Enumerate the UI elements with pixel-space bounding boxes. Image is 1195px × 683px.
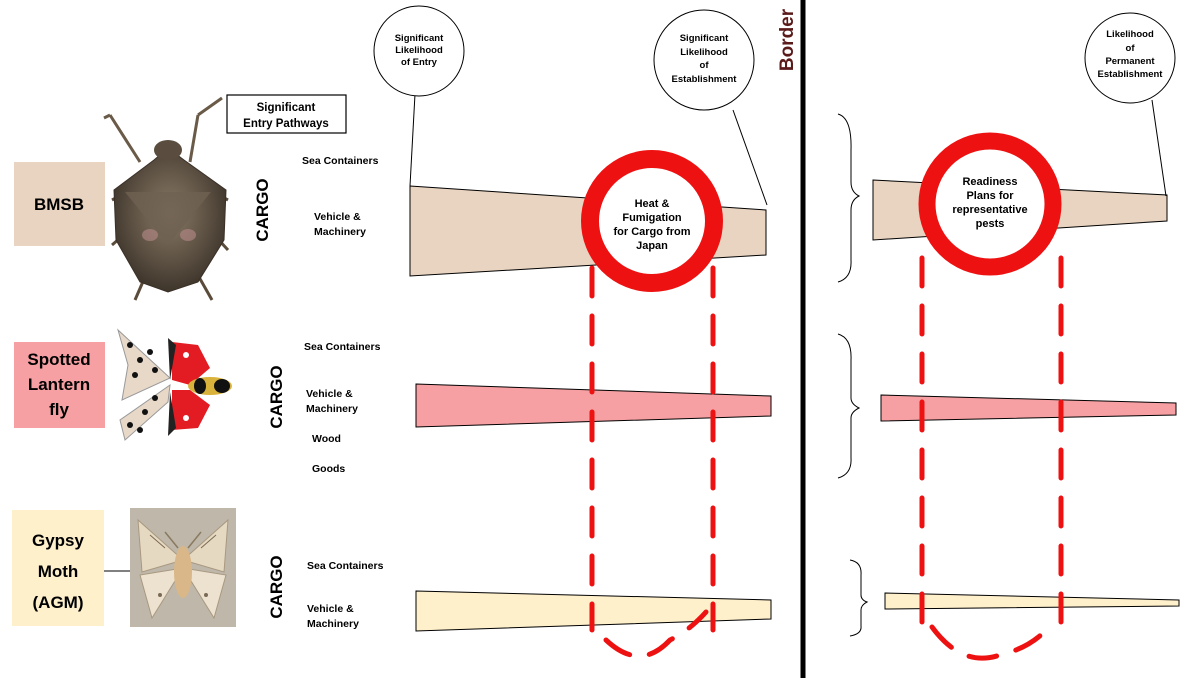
readiness-plans-line1: Readiness <box>962 176 1017 188</box>
bubble-establishment-line2: Likelihood <box>680 47 728 58</box>
heat-fumigation-line2: Fumigation <box>622 212 682 224</box>
bubble-entry-pointer <box>409 93 416 187</box>
pest-label-slf: Spotted Lantern fly <box>14 342 105 428</box>
pathway-bmsb-sea-containers: Sea Containers <box>302 155 379 167</box>
pathway-bmsb-vehicle: Vehicle & Machinery <box>314 211 366 238</box>
readiness-plans-line3: representative <box>952 204 1027 216</box>
gypsy-moth-image <box>130 508 236 627</box>
pathway-agm-vehicle-l1: Vehicle & <box>307 603 354 615</box>
brace-bmsb <box>837 113 861 283</box>
pest-name-agm-line2: Moth <box>38 562 79 581</box>
lanternfly-image <box>117 328 232 441</box>
readiness-plans-ring: Readiness Plans for representative pests <box>918 132 1062 276</box>
bubble-establishment: Significant Likelihood of Establishment <box>653 9 755 111</box>
stink-bug-image <box>103 96 230 301</box>
bubble-permanent-line2: of <box>1126 43 1136 54</box>
cargo-label-slf: CARGO <box>267 365 286 428</box>
brace-agm <box>849 559 869 637</box>
pest-name-slf-line2: Lantern <box>28 375 90 394</box>
pathway-slf-wood: Wood <box>312 433 341 445</box>
bubble-permanent-line1: Likelihood <box>1106 29 1154 40</box>
heat-fumigation-dashed-outline <box>589 265 716 659</box>
pathway-slf-vehicle: Vehicle & Machinery <box>306 388 358 415</box>
pest-name-bmsb: BMSB <box>34 195 84 214</box>
entry-pathways-box: Significant Entry Pathways <box>226 94 347 134</box>
pest-name-slf-line3: fly <box>49 400 69 419</box>
bubble-entry-line3: of Entry <box>401 57 438 68</box>
bubble-entry: Significant Likelihood of Entry <box>373 5 465 97</box>
border-label: Border <box>777 8 798 71</box>
bubble-permanent-pointer <box>1151 99 1167 197</box>
bubble-establishment-line4: Establishment <box>672 74 738 85</box>
pathway-slf-goods: Goods <box>312 463 345 475</box>
pathway-slf-sea-containers: Sea Containers <box>304 341 381 353</box>
pathway-slf-vehicle-l1: Vehicle & <box>306 388 353 400</box>
cargo-label-agm: CARGO <box>267 555 286 618</box>
brace-slf <box>837 333 861 479</box>
pest-label-agm: Gypsy Moth (AGM) <box>12 510 104 626</box>
cargo-label-bmsb: CARGO <box>253 178 272 241</box>
bubble-establishment-pointer <box>732 109 768 206</box>
readiness-plans-line2: Plans for <box>966 190 1014 202</box>
entry-pathways-line2: Entry Pathways <box>243 118 329 130</box>
bubble-establishment-line1: Significant <box>680 33 729 44</box>
heat-fumigation-ring: Heat & Fumigation for Cargo from Japan <box>581 150 723 292</box>
pathway-slf-vehicle-l2: Machinery <box>306 403 358 415</box>
pathway-agm-vehicle: Vehicle & Machinery <box>307 603 359 630</box>
entry-pathways-line1: Significant <box>257 102 316 114</box>
pathway-agm-vehicle-l2: Machinery <box>307 618 359 630</box>
bubble-permanent-line4: Establishment <box>1098 69 1164 80</box>
heat-fumigation-line3: for Cargo from <box>614 226 691 238</box>
pest-name-agm-line1: Gypsy <box>32 531 85 550</box>
heat-fumigation-line4: Japan <box>636 240 668 252</box>
bubble-permanent-line3: Permanent <box>1105 56 1155 67</box>
bubble-permanent: Likelihood of Permanent Establishment <box>1084 12 1176 104</box>
readiness-plans-line4: pests <box>976 218 1005 230</box>
bubble-entry-line1: Significant <box>395 33 444 44</box>
pest-name-slf-line1: Spotted <box>27 350 90 369</box>
bubble-entry-line2: Likelihood <box>395 45 443 56</box>
pest-label-bmsb: BMSB <box>14 162 105 246</box>
pathway-bmsb-vehicle-l2: Machinery <box>314 226 366 238</box>
pathway-agm-sea-containers: Sea Containers <box>307 560 384 572</box>
risk-wedge-slf-post-border <box>880 394 1177 422</box>
heat-fumigation-line1: Heat & <box>635 198 670 210</box>
risk-wedge-slf-pre-border <box>415 383 772 428</box>
risk-wedge-agm-post-border <box>884 592 1180 610</box>
readiness-plans-dashed-outline <box>919 255 1064 661</box>
bubble-establishment-line3: of <box>700 60 710 71</box>
pest-name-agm-line3: (AGM) <box>33 593 84 612</box>
pathway-bmsb-vehicle-l1: Vehicle & <box>314 211 361 223</box>
